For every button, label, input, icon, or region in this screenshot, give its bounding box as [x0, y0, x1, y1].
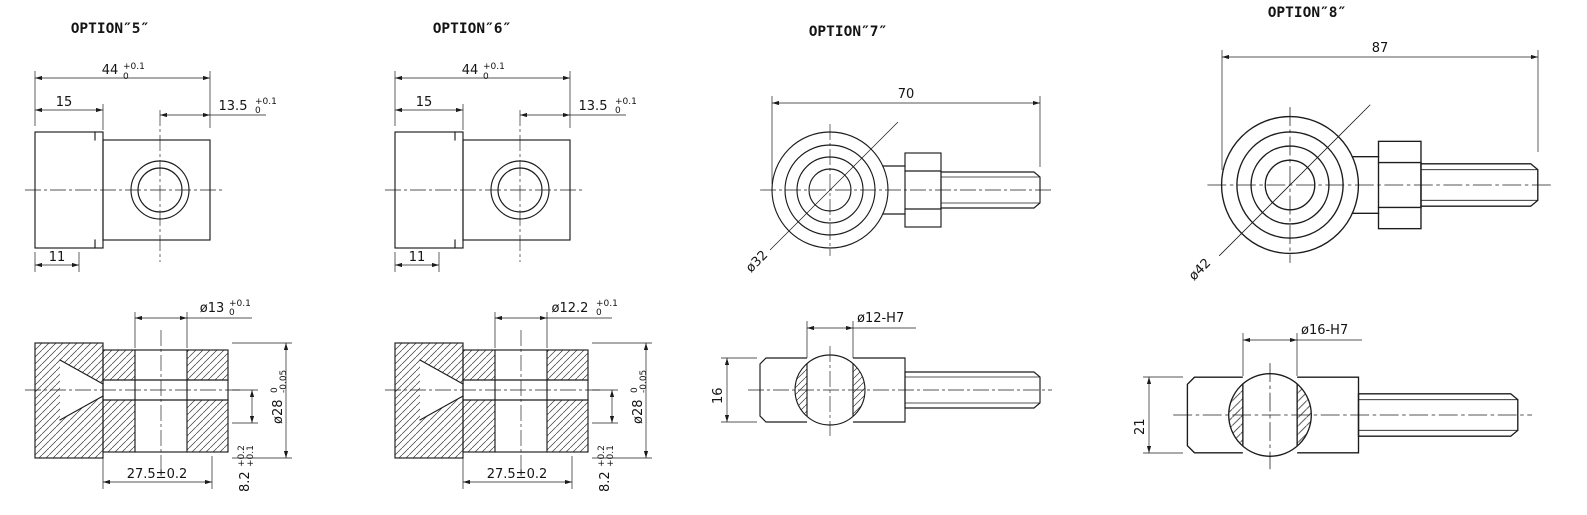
dim-eye-diameter: ø42 [1186, 256, 1214, 284]
dim-hole-offset-tol-lower: 0 [615, 106, 621, 116]
option6-panel: OPTION″6″ 44 +0.1 0 15 13.5 +0.1 0 11 ø1… [385, 21, 652, 492]
dim-slot-depth-tol-upper: +0.2 [597, 445, 607, 467]
dim-outer-tol-upper: 0 [630, 387, 640, 393]
dim-hole-offset-tol-upper: +0.1 [255, 97, 277, 107]
dim-housing-height-group: 16 [711, 387, 726, 404]
dim-outer-tol-lower: -0.05 [279, 370, 289, 393]
dim-slot-depth-tol-upper: +0.2 [237, 445, 247, 467]
option5-title: OPTION″5″ [71, 21, 150, 37]
dim-slot-depth-tol-lower: +0.1 [606, 445, 616, 467]
dim-slot-depth-group: 8.2 +0.2 +0.1 [237, 445, 256, 492]
option8-title: OPTION″8″ [1268, 5, 1347, 21]
dim-slot-depth-tol-lower: +0.1 [246, 445, 256, 467]
dim-bore-diameter: ø12.2 [552, 301, 589, 316]
dim-overall-length: 70 [898, 87, 915, 102]
dim-outer-tol-lower: -0.05 [639, 370, 649, 393]
dim-bore-tol-upper: +0.1 [596, 299, 618, 309]
dim-slot-depth: 8.2 [238, 471, 253, 492]
dim-overall-tol-upper: +0.1 [123, 62, 145, 72]
dim-bore-diameter: ø13 [200, 301, 225, 316]
dim-body-width: 27.5±0.2 [127, 467, 188, 482]
dim-housing-height: 21 [1133, 418, 1148, 435]
dim-overall-length: 44 [462, 63, 479, 78]
dim-step-length: 11 [49, 250, 66, 265]
option7-title: OPTION″7″ [809, 24, 888, 40]
dim-outer-diameter-group: ø28 0 -0.05 [630, 370, 649, 424]
option6-title: OPTION″6″ [433, 21, 512, 37]
dim-overall-tol-lower: 0 [483, 72, 489, 82]
option5-panel: OPTION″5″ 44 +0.1 0 15 13.5 +0.1 0 11 ø1… [25, 21, 292, 492]
dim-eye-diameter-group: ø42 [1186, 256, 1214, 284]
dim-step-length: 11 [409, 250, 426, 265]
dim-bore-tol-lower: 0 [229, 308, 235, 318]
dim-slot-depth: 8.2 [598, 471, 613, 492]
dim-bore-tol-upper: +0.1 [229, 299, 251, 309]
option7-dimension-lines [721, 96, 1041, 423]
dim-eye-diameter: ø32 [743, 248, 771, 276]
dim-overall-length: 44 [102, 63, 119, 78]
dim-outer-diameter: ø28 [271, 400, 286, 425]
dim-hole-offset-tol-lower: 0 [255, 106, 261, 116]
dim-body-width: 27.5±0.2 [487, 467, 548, 482]
dim-housing-height: 16 [711, 387, 726, 404]
dim-flange-length: 15 [416, 95, 433, 110]
dim-outer-tol-upper: 0 [270, 387, 280, 393]
option8-panel: OPTION″8″ 87 ø42 ø16-H7 21 [1133, 5, 1553, 470]
dim-overall-tol-lower: 0 [123, 72, 129, 82]
dim-housing-height-group: 21 [1133, 418, 1148, 435]
dim-hole-offset: 13.5 [219, 99, 248, 114]
option7-panel: OPTION″7″ 70 ø32 ø12-H7 16 [711, 24, 1053, 437]
dim-bore-tol-lower: 0 [596, 308, 602, 318]
dim-overall-tol-upper: +0.1 [483, 62, 505, 72]
option8-dimension-lines [1143, 50, 1539, 454]
dim-hole-offset-tol-upper: +0.1 [615, 97, 637, 107]
dim-eye-diameter-group: ø32 [743, 248, 771, 276]
dim-outer-diameter-group: ø28 0 -0.05 [270, 370, 289, 424]
dim-ball-bore: ø16-H7 [1301, 323, 1348, 338]
dim-hole-offset: 13.5 [579, 99, 608, 114]
dim-slot-depth-group: 8.2 +0.2 +0.1 [597, 445, 616, 492]
dim-flange-length: 15 [56, 95, 73, 110]
dim-overall-length: 87 [1372, 41, 1389, 56]
dim-outer-diameter: ø28 [631, 400, 646, 425]
dim-ball-bore: ø12-H7 [857, 311, 904, 326]
